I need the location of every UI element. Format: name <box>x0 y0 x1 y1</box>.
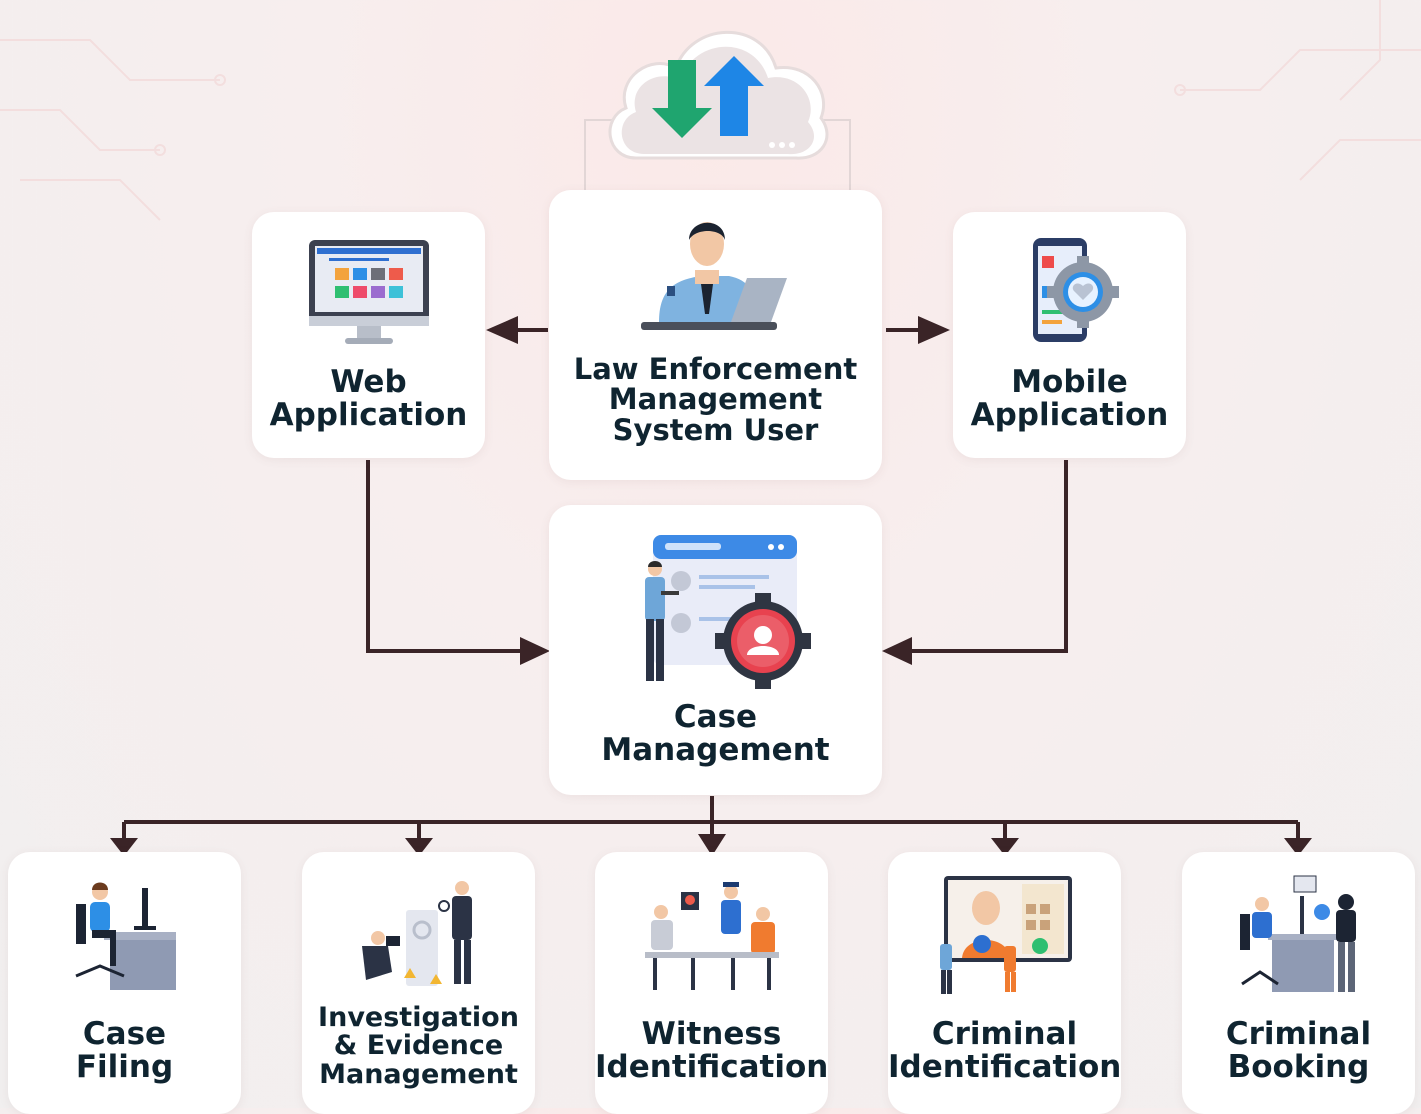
web-card-line-1: Web <box>330 364 407 400</box>
cloud-sync-icon <box>608 30 829 160</box>
web-application-card: Web Application <box>252 212 485 458</box>
module-label-witness: Witness Identification <box>595 1018 828 1083</box>
case-profile-gear-icon <box>645 535 811 689</box>
arrow-mobile-to-case <box>912 460 1068 653</box>
module-label-case-filing: Case Filing <box>8 1018 241 1083</box>
user-card-label: Law Enforcement Management System User <box>549 352 882 447</box>
user-card: Law Enforcement Management System User <box>549 190 882 480</box>
case-management-card: Case Management <box>549 505 882 795</box>
module-witness-line-2: Identification <box>595 1048 829 1085</box>
crime-scene-icon <box>362 881 472 986</box>
module-card-investigation: Investigation & Evidence Management <box>302 852 535 1114</box>
module-card-witness: Witness Identification <box>595 852 828 1114</box>
module-card-criminal-identification: Criminal Identification <box>888 852 1121 1114</box>
module-label-criminal-booking: Criminal Booking <box>1182 1018 1415 1083</box>
mobile-application-card: Mobile Application <box>953 212 1186 458</box>
arrowhead-witness <box>698 834 726 856</box>
arrow-web-to-case <box>366 460 520 653</box>
user-card-line-1: Law Enforcement <box>573 352 858 386</box>
arrowhead-investigation <box>405 838 433 856</box>
module-investigation-line-1: Investigation <box>318 1002 519 1033</box>
arrowhead-case-filing <box>110 838 138 856</box>
booking-desk-icon <box>1240 875 1356 992</box>
module-card-case-filing: Case Filing <box>8 852 241 1114</box>
case-card-line-2: Management <box>601 731 830 768</box>
module-investigation-line-2: & Evidence <box>333 1030 504 1062</box>
web-card-line-2: Application <box>269 396 468 433</box>
case-card-label: Case Management <box>549 701 882 766</box>
module-booking-line-2: Booking <box>1227 1048 1370 1085</box>
desktop-monitor-icon <box>309 240 429 344</box>
mobile-card-line-2: Application <box>970 396 1169 433</box>
module-label-criminal-identification: Criminal Identification <box>888 1018 1121 1083</box>
module-case-filing-line-1: Case <box>82 1016 167 1052</box>
mobile-card-label: Mobile Application <box>953 366 1186 431</box>
module-criminal-id-line-1: Criminal <box>931 1016 1078 1052</box>
mobile-gear-icon <box>1033 238 1119 342</box>
web-card-label: Web Application <box>252 366 485 431</box>
arrowhead-criminal-id <box>991 838 1019 856</box>
case-card-line-1: Case <box>673 699 758 735</box>
arrowhead-mobile <box>918 316 950 344</box>
module-label-investigation: Investigation & Evidence Management <box>302 1002 535 1090</box>
arrowhead-case-left <box>520 637 550 665</box>
officer-laptop-icon <box>641 222 787 330</box>
module-case-filing-line-2: Filing <box>75 1048 174 1085</box>
face-recognition-icon <box>940 876 1072 994</box>
arrowhead-case-right <box>882 637 912 665</box>
arrowhead-web <box>486 316 518 344</box>
module-card-criminal-booking: Criminal Booking <box>1182 852 1415 1114</box>
officer-desk-icon <box>75 882 176 990</box>
user-card-line-3: System User <box>612 412 819 447</box>
mobile-card-line-1: Mobile <box>1011 364 1128 400</box>
module-booking-line-1: Criminal <box>1225 1016 1372 1052</box>
module-witness-line-1: Witness <box>641 1016 782 1052</box>
arrowhead-booking <box>1284 838 1312 856</box>
user-card-line-2: Management <box>608 382 823 417</box>
module-investigation-line-3: Management <box>319 1058 518 1090</box>
module-criminal-id-line-2: Identification <box>888 1048 1122 1085</box>
cloud-link-left <box>584 119 620 190</box>
witness-table-icon <box>645 882 779 990</box>
